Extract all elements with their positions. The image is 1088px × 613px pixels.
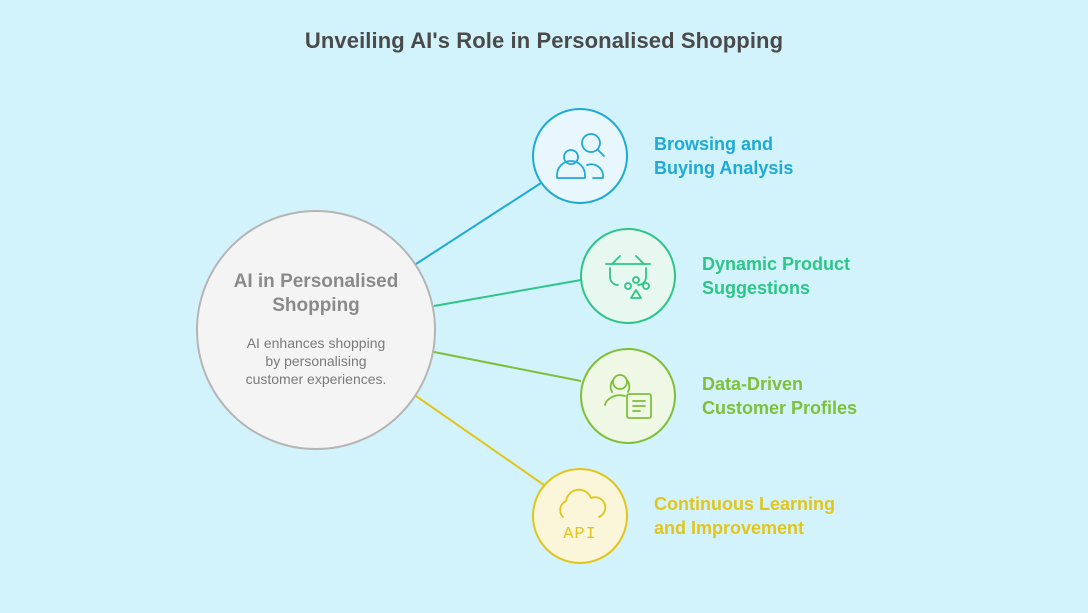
branch-node-1 — [532, 108, 628, 204]
connector-line-2 — [433, 279, 582, 307]
branch-label-2: Dynamic Product Suggestions — [702, 252, 850, 300]
branch-label-3: Data-Driven Customer Profiles — [702, 372, 857, 420]
connector-line-3 — [433, 351, 582, 382]
center-title-line-2: Shopping — [272, 295, 360, 316]
connector-line-4 — [415, 395, 545, 486]
center-hub-circle — [196, 210, 436, 450]
branch-label-1-line-2: Buying Analysis — [654, 158, 794, 178]
center-desc-line-2: by personalising — [265, 353, 367, 369]
branch-label-4-line-2: and Improvement — [654, 518, 805, 538]
connector-line-1 — [415, 182, 542, 265]
branch-label-3-line-1: Data-Driven — [702, 374, 804, 394]
branch-node-3 — [580, 348, 676, 444]
branch-node-2 — [580, 228, 676, 324]
user-search-icon — [556, 133, 605, 179]
branch-label-3-line-2: Customer Profiles — [702, 398, 858, 418]
api-text: API — [563, 525, 597, 544]
branch-label-4: Continuous Learning and Improvement — [654, 492, 835, 540]
shopping-basket-icon — [605, 255, 651, 299]
center-title: AI in Personalised Shopping — [216, 270, 416, 318]
branch-label-1-line-1: Browsing and — [654, 134, 774, 154]
branch-label-2-line-2: Suggestions — [702, 278, 811, 298]
cloud-api-icon: API — [559, 488, 607, 544]
branch-label-1: Browsing and Buying Analysis — [654, 132, 793, 180]
center-title-line-1: AI in Personalised — [233, 271, 399, 292]
user-profile-icon — [604, 374, 652, 419]
branch-label-4-line-1: Continuous Learning — [654, 494, 835, 514]
diagram-title: Unveiling AI's Role in Personalised Shop… — [304, 28, 784, 53]
branch-node-4: API — [532, 468, 628, 564]
center-desc-line-3: customer experiences. — [245, 371, 387, 387]
center-desc-line-1: AI enhances shopping — [246, 335, 386, 351]
center-description: AI enhances shopping by personalising cu… — [226, 334, 406, 388]
branch-label-2-line-1: Dynamic Product — [702, 254, 851, 274]
